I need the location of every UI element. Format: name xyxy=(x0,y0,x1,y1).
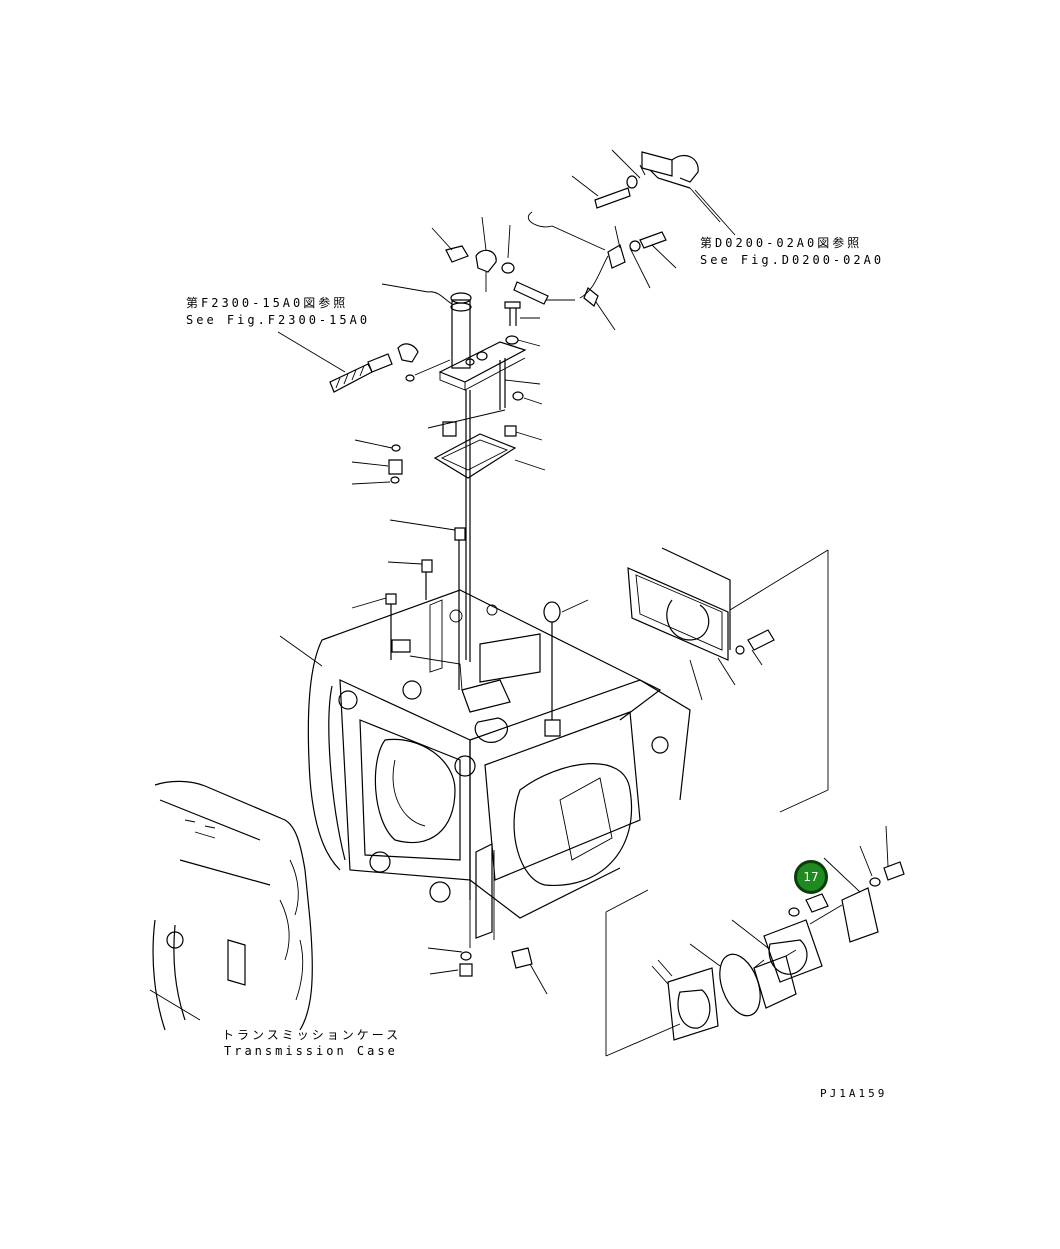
cover-plate xyxy=(627,547,829,813)
ref-d0200-en-label: See Fig.D0200-02A0 xyxy=(700,253,885,267)
drain-plug-parts xyxy=(427,850,548,995)
ref-d0200-jp-label: 第D0200-02A0図参照 xyxy=(700,236,863,250)
ref-f2300-en-label: See Fig.F2300-15A0 xyxy=(186,313,371,327)
transmission-case-outline xyxy=(149,780,313,1031)
switch-bracket-assembly xyxy=(351,216,546,662)
case-en-label: Transmission Case xyxy=(224,1044,398,1058)
ref-f2300-jp-label: 第F2300-15A0図参照 xyxy=(186,296,349,310)
drawing-code-label: PJ1A159 xyxy=(820,1087,888,1100)
case-bolts xyxy=(351,519,589,720)
part-callout-17[interactable]: 17 xyxy=(794,860,828,894)
sensor-assembly-top xyxy=(513,149,736,331)
breather-cover-assembly xyxy=(605,825,905,1057)
part-callout-number: 17 xyxy=(803,870,819,884)
left-fitting xyxy=(277,331,419,393)
main-case-housing xyxy=(279,589,691,939)
case-jp-label: トランスミッションケース xyxy=(222,1028,402,1042)
